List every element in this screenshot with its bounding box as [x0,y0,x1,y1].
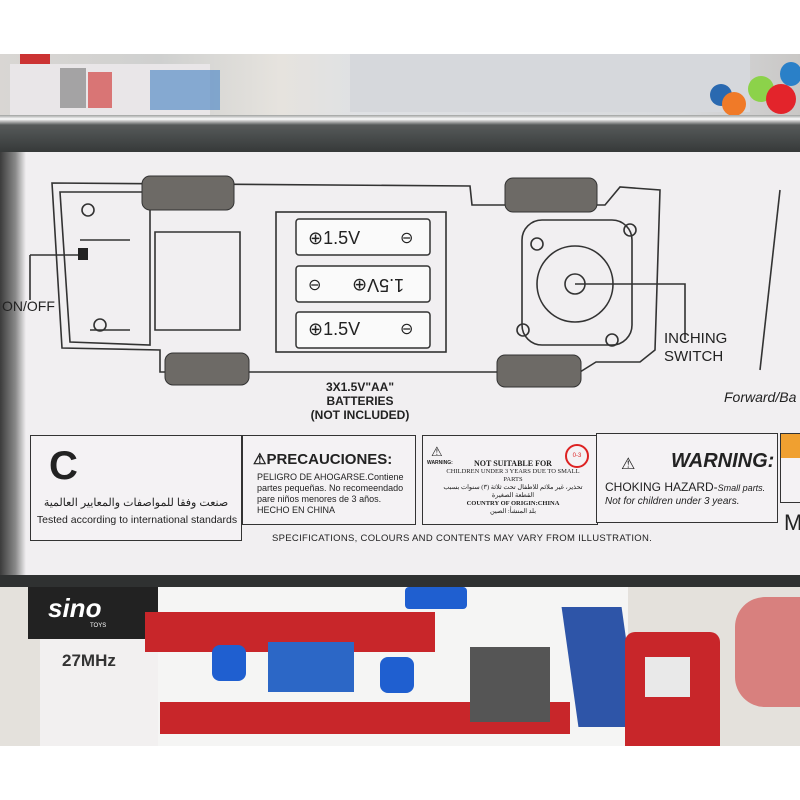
minus-terminal-icon: ⊖ [308,277,322,294]
tire [504,177,598,213]
onoff-leader [29,254,85,300]
warning-title: WARNING: [671,450,775,472]
not-suitable-text: NOT SUITABLE FOR CHILDREN UNDER 3 YEARS … [433,460,593,516]
ambulance-window [212,645,246,681]
tire [496,354,582,388]
warning-small: WARNING: [427,460,453,466]
warning-triangle-icon: ⚠ [621,456,636,473]
background-store-shelf [0,54,800,118]
tire [164,352,250,386]
standards-english: Tested according to international standa… [36,514,238,526]
panel-shadow [0,152,26,577]
tire [141,175,235,211]
text-line: PELIGRO DE AHOGARSE.Contiene [257,472,404,482]
text-line: partes pequeñas. No recomeendado [257,483,404,493]
ambulance-window [380,657,414,693]
frequency-panel: 27MHz [40,639,158,746]
warning-box: ⚠ WARNING: CHOKING HAZARD-Small parts. N… [596,433,778,523]
warning-triangle-icon: ⚠ [431,444,443,459]
ball [722,92,746,116]
battery-label: 1.5V⊕ [352,275,405,295]
battery-spec: 3X1.5V"AA" BATTERIES (NOT INCLUDED) [300,380,420,422]
brand-sub: TOYS [90,623,107,629]
battery-label: ⊕1.5V [308,319,361,339]
battery-compartment [275,211,447,353]
origin-line: COUNTRY OF ORIGIN:CHINA [466,500,560,507]
background-box-print [60,68,86,108]
battery-spec-line: 3X1.5V"AA" [325,380,395,394]
ambulance-window [268,642,354,692]
battery-note: (NOT INCLUDED) [310,408,410,422]
box-divider-band [0,575,800,587]
arabic-line: تحذير، غير ملائم للاطفال تحت ثلاثة (٣) س… [443,484,583,491]
pegboard [350,54,750,112]
standards-box: C صنعت وفقا للمواصفات والمعايير العالمية… [30,435,242,541]
box-top-edge [0,115,800,153]
origin-arabic: بلد المنشأ: الصين [489,508,537,515]
hood-vent [645,657,690,697]
on-off-switch [78,248,88,260]
gearbox [521,219,633,346]
disclaimer: SPECIFICATIONS, COLOURS AND CONTENTS MAY… [272,533,653,544]
orange-warning-icon [781,434,800,458]
precauciones-text: PELIGRO DE AHOGARSE.Contiene partes pequ… [257,472,404,516]
text-line: CHILDREN UNDER 3 YEARS DUE TO SMALL [446,468,580,475]
car-outline [51,182,661,373]
background-red-item [20,54,50,64]
ball [780,62,800,86]
text-line: HECHO EN CHINA [257,505,336,515]
car-inner-left [59,191,151,346]
partial-box [780,433,800,503]
minus-terminal-icon: ⊖ [400,321,414,338]
switch-line: SWITCH [664,348,724,365]
warning-line-1: CHOKING HAZARD-Small parts. [605,480,766,494]
battery-label: ⊕1.5V [308,228,361,248]
inching-leader [575,283,686,340]
test-mark-icon: C [49,444,78,488]
battery [295,218,431,256]
battery [295,265,431,303]
adjacent-toy [735,597,800,707]
arabic-line: القطعة الصغيرة [491,492,535,499]
not-suitable-title: NOT SUITABLE FOR [474,459,552,468]
frequency-label: 27MHz [62,651,116,670]
standards-arabic: صنعت وفقا للمواصفات والمعايير العالمية [43,497,229,509]
on-off-label: ON/OFF [2,298,55,314]
warning-line-2: Not for children under 3 years. [605,496,740,507]
warning-triangle-icon: ⚠ [253,451,267,468]
cab-window [470,647,550,722]
precauciones-title: ⚠PRECAUCIONES: [253,451,393,468]
precauciones-box: ⚠PRECAUCIONES: PELIGRO DE AHOGARSE.Conti… [242,435,416,525]
text-line: pare niños menores de 3 años. [257,494,382,504]
inching-switch-label: INCHING SWITCH [664,330,727,366]
inching-line: INCHING [664,330,728,347]
battery [295,311,431,349]
brand-logo: sino [48,593,102,623]
battery-word: BATTERIES [326,394,394,408]
background-blue-box [150,70,220,110]
brand-panel: sino TOYS [28,587,158,639]
not-suitable-box: ⚠ WARNING: 0-3 NOT SUITABLE FOR CHILDREN… [422,435,598,525]
ball [766,84,796,114]
forward-label: Forward/Ba [724,389,797,405]
forward-leader [759,189,781,371]
minus-terminal-icon: ⊖ [400,230,414,247]
partial-text: M [784,510,800,535]
text-line: PARTS [503,476,523,483]
background-box-print [88,72,112,108]
no-under-3-icon: 0-3 [565,444,589,468]
siren-light [405,587,467,609]
box-window: sino TOYS 27MHz [0,587,800,746]
